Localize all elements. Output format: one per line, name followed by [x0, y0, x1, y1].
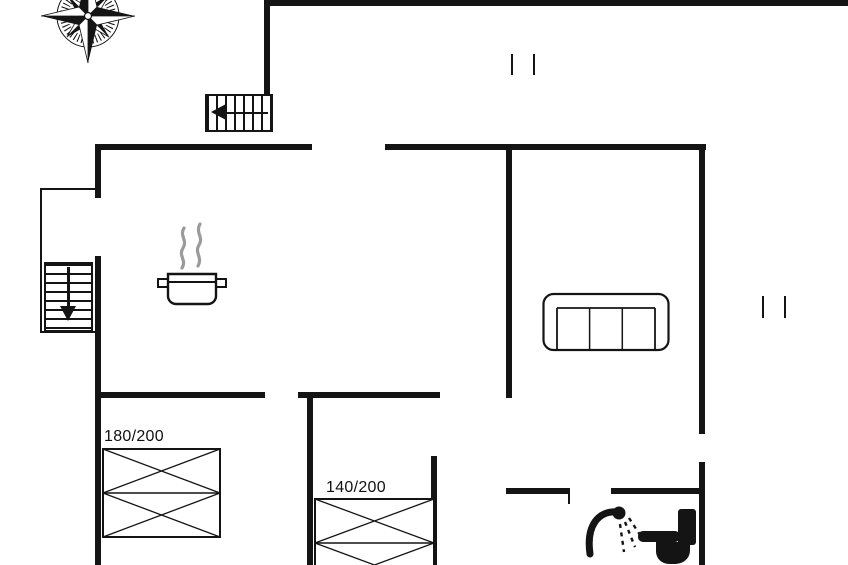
wall-bath-right	[699, 488, 705, 565]
wall-bath-top-left	[506, 488, 570, 494]
stairs-arrow-left-icon	[205, 94, 273, 132]
wall-bedroom1-top	[95, 392, 265, 398]
wall-bedroom2-top	[298, 392, 440, 398]
wall-top	[268, 0, 848, 6]
wall-bath-top-right	[611, 488, 705, 494]
stairs-arrow-shaft	[67, 267, 70, 308]
double-bed-icon	[102, 448, 221, 538]
bed-size-label: 140/200	[326, 479, 386, 496]
stairs-arrow-shaft	[225, 111, 268, 114]
wall-living-top	[385, 144, 706, 150]
wall-right-upper	[699, 144, 705, 434]
roof-window-tick-icon	[784, 296, 786, 318]
wall-living-left	[506, 144, 512, 398]
stair-alcove-bottom-line	[40, 331, 97, 333]
wall-between-bedrooms	[307, 392, 313, 565]
wall-kitchen-top	[95, 144, 312, 150]
wall-right-mid	[699, 462, 705, 496]
roof-window-tick-icon	[762, 296, 764, 318]
wall-left-upper	[95, 144, 101, 198]
stair-alcove-left-line	[40, 188, 42, 333]
roof-window-tick-icon	[533, 54, 535, 75]
toilet-icon	[638, 509, 696, 564]
stair-alcove-top-line	[40, 188, 97, 190]
steaming-pot-icon	[157, 222, 227, 306]
double-bed-icon	[314, 498, 435, 565]
wall-upper-left-vertical	[264, 0, 270, 95]
stairs-arrow-head	[211, 103, 226, 120]
roof-window-tick-icon	[511, 54, 513, 75]
bed-size-label: 180/200	[104, 428, 164, 445]
stairs-arrow-down-icon	[44, 262, 93, 332]
sofa-icon	[542, 292, 670, 352]
stairs-arrow-head	[59, 306, 76, 321]
bathroom-door-jamb	[568, 494, 570, 504]
compass-rose-icon	[40, 0, 136, 64]
wall-left-lower	[95, 256, 101, 565]
